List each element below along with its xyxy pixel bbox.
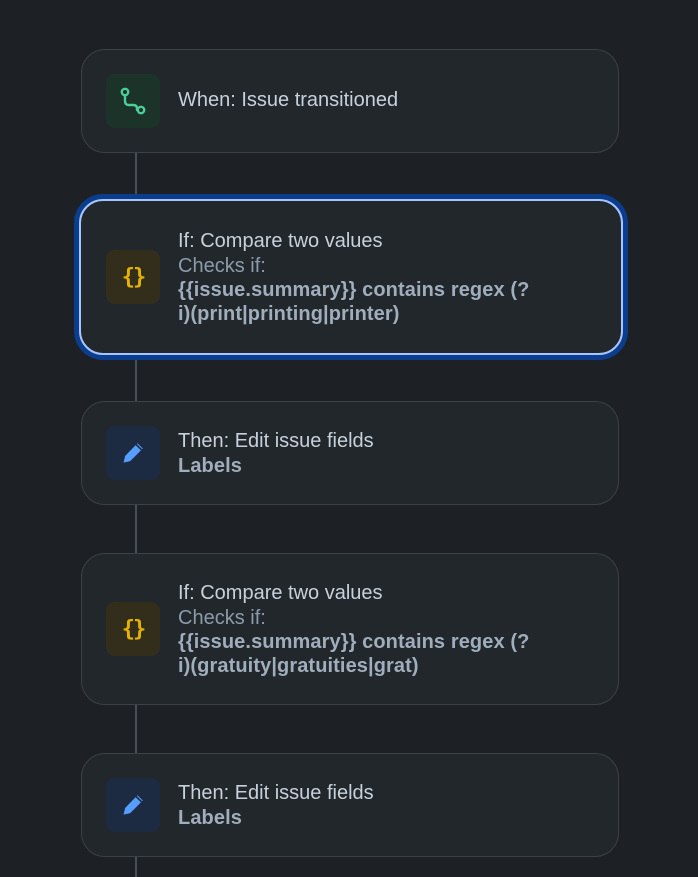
condition-title: If: Compare two values bbox=[178, 582, 383, 604]
trigger-card[interactable]: When: Issue transitioned bbox=[81, 49, 619, 153]
condition-expression-line: i)(gratuity|gratuities|grat) bbox=[178, 655, 419, 677]
checks-label: Checks if: bbox=[178, 607, 266, 629]
action-title: Then: Edit issue fields bbox=[178, 430, 374, 452]
curly-braces-icon: {} bbox=[121, 616, 146, 642]
pencil-icon bbox=[123, 443, 143, 463]
trigger-icon-tile bbox=[106, 74, 160, 128]
action-text: Then: Edit issue fields Labels bbox=[178, 780, 598, 830]
condition-icon-tile: {} bbox=[106, 250, 160, 304]
condition-icon-tile: {} bbox=[106, 602, 160, 656]
action-text: Then: Edit issue fields Labels bbox=[178, 428, 598, 478]
action-title: Then: Edit issue fields bbox=[178, 782, 374, 804]
condition-text: If: Compare two values Checks if: {{issu… bbox=[178, 580, 598, 678]
condition-card-gratuity[interactable]: {} If: Compare two values Checks if: {{i… bbox=[81, 553, 619, 705]
condition-title: If: Compare two values bbox=[178, 230, 383, 252]
branch-icon bbox=[120, 87, 146, 115]
trigger-text: When: Issue transitioned bbox=[178, 87, 598, 113]
condition-expression-line: {{issue.summary}} contains regex (? bbox=[178, 631, 530, 653]
condition-expression: {{issue.summary}} contains regex (? i)(g… bbox=[178, 630, 598, 678]
action-detail: Labels bbox=[178, 455, 242, 477]
connector-line bbox=[135, 704, 137, 754]
condition-expression-line: {{issue.summary}} contains regex (? bbox=[178, 279, 530, 301]
condition-expression: {{issue.summary}} contains regex (? i)(p… bbox=[178, 278, 601, 326]
condition-card-print[interactable]: {} If: Compare two values Checks if: {{i… bbox=[79, 199, 623, 355]
action-detail: Labels bbox=[178, 807, 242, 829]
trigger-title: When: Issue transitioned bbox=[178, 89, 399, 111]
action-card-labels[interactable]: Then: Edit issue fields Labels bbox=[81, 753, 619, 857]
connector-line bbox=[135, 504, 137, 554]
connector-line bbox=[135, 354, 137, 402]
connector-line bbox=[135, 152, 137, 200]
action-icon-tile bbox=[106, 778, 160, 832]
connector-line bbox=[135, 856, 137, 877]
condition-text: If: Compare two values Checks if: {{issu… bbox=[178, 228, 601, 326]
condition-expression-line: i)(print|printing|printer) bbox=[178, 303, 400, 325]
pencil-icon bbox=[123, 795, 143, 815]
action-card-labels[interactable]: Then: Edit issue fields Labels bbox=[81, 401, 619, 505]
checks-label: Checks if: bbox=[178, 255, 266, 277]
action-icon-tile bbox=[106, 426, 160, 480]
curly-braces-icon: {} bbox=[121, 264, 146, 290]
